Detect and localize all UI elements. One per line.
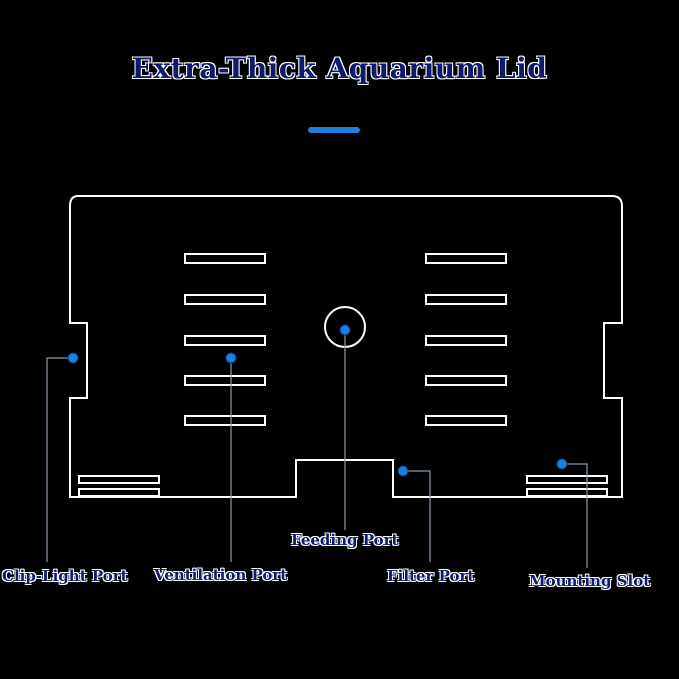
ventilation-slots-right bbox=[425, 253, 507, 426]
vent-slot bbox=[184, 375, 266, 386]
leader-filter bbox=[403, 470, 431, 562]
leader-clip-light bbox=[46, 357, 73, 562]
vent-slot bbox=[184, 335, 266, 346]
vent-slot bbox=[425, 375, 507, 386]
mounting-slots-left bbox=[78, 475, 160, 497]
label-clip-light-port: Clip-Light Port bbox=[2, 567, 128, 585]
ventilation-slots-left bbox=[184, 253, 266, 426]
marker-mounting bbox=[556, 458, 568, 470]
marker-filter bbox=[397, 465, 409, 477]
vent-slot bbox=[184, 253, 266, 264]
diagram-title: Extra-Thick Aquarium Lid bbox=[131, 52, 548, 85]
marker-feeding bbox=[339, 324, 351, 336]
vent-slot bbox=[425, 415, 507, 426]
mounting-slots-right bbox=[526, 475, 608, 497]
marker-clip-light bbox=[67, 352, 79, 364]
label-mounting-slot: Mounting Slot bbox=[529, 572, 651, 590]
label-feeding-port: Feeding Port bbox=[291, 531, 399, 549]
title-underline bbox=[308, 127, 360, 133]
vent-slot bbox=[184, 294, 266, 305]
label-filter-port: Filter Port bbox=[387, 567, 475, 585]
vent-slot bbox=[184, 415, 266, 426]
marker-ventilation bbox=[225, 352, 237, 364]
vent-slot bbox=[425, 253, 507, 264]
leader-mounting bbox=[562, 463, 588, 568]
label-ventilation-port: Ventilation Port bbox=[154, 566, 288, 584]
vent-slot bbox=[425, 294, 507, 305]
leader-lines bbox=[46, 330, 588, 568]
marker-dots bbox=[67, 324, 568, 477]
lid-outline bbox=[69, 195, 623, 498]
vent-slot bbox=[425, 335, 507, 346]
